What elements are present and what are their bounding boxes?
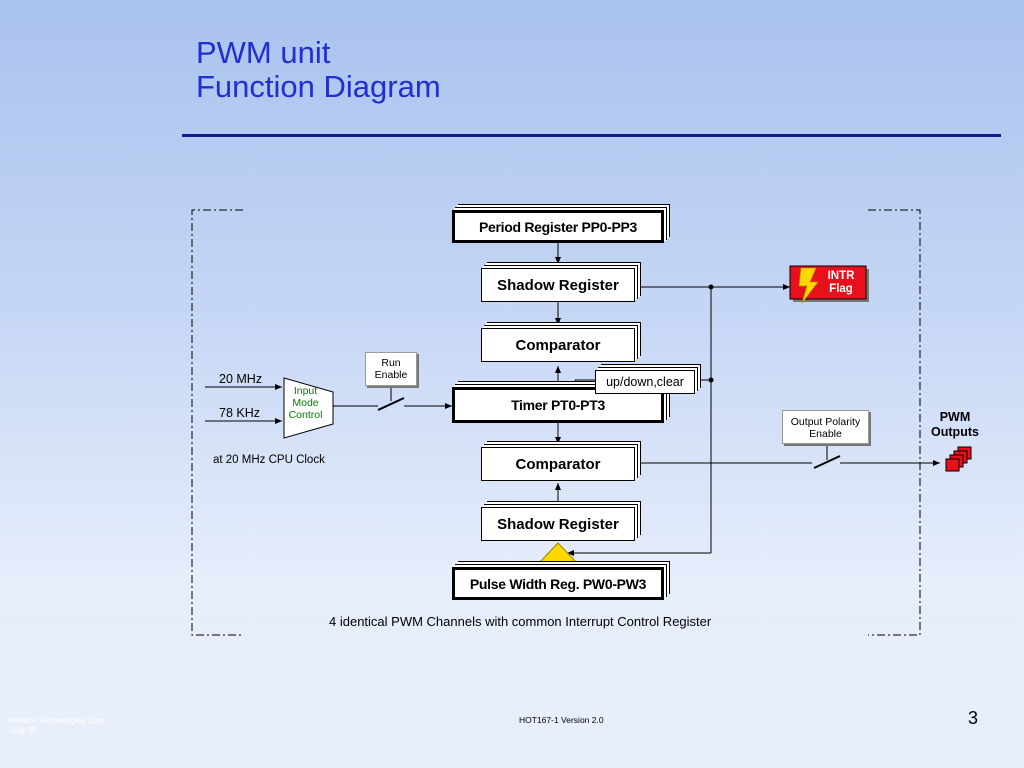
period-register-label: Period Register PP0-PP3 xyxy=(478,218,638,235)
pwm-outputs-line-2: Outputs xyxy=(931,425,979,439)
input-mode-line-3: Control xyxy=(288,409,323,421)
clock-78khz-label: 78 KHz xyxy=(219,406,260,420)
pwm-outputs-label: PWM Outputs xyxy=(922,410,988,440)
input-mode-line-1: Input xyxy=(293,385,318,397)
pulse-width-register-box: Pulse Width Reg. PW0-PW3 xyxy=(452,567,664,600)
comparator-bottom-label: Comparator xyxy=(515,455,601,473)
output-polarity-line-1: Output Polarity xyxy=(790,416,861,428)
output-polarity-line-2: Enable xyxy=(809,428,842,440)
input-mode-mux-shape xyxy=(283,377,334,439)
diagram-caption: 4 identical PWM Channels with common Int… xyxy=(329,614,712,629)
intr-line-1: INTR xyxy=(827,270,855,282)
shadow-register-bottom-label: Shadow Register xyxy=(497,515,619,533)
input-mode-control-label: Input Mode Control xyxy=(284,385,327,421)
slide-title: PWM unit Function Diagram xyxy=(196,36,441,104)
shadow-register-bottom-box: Shadow Register xyxy=(481,507,635,541)
up-down-clear-box: up/down,clear xyxy=(595,370,695,394)
cpu-clock-note: at 20 MHz CPU Clock xyxy=(213,454,325,466)
timer-box: Timer PT0-PT3 xyxy=(452,387,664,423)
footer-date: June 99 xyxy=(8,726,37,735)
comparator-top-label: Comparator xyxy=(515,336,601,354)
period-register-box: Period Register PP0-PP3 xyxy=(452,210,664,243)
title-line-1: PWM unit xyxy=(196,35,331,70)
input-mode-line-2: Mode xyxy=(292,397,319,409)
footer-company: Infineon Technologies Corp. xyxy=(8,716,108,725)
page-number: 3 xyxy=(968,708,979,728)
clock-20mhz-label: 20 MHz xyxy=(219,372,263,386)
footer-company-block: Infineon Technologies Corp. June 99 xyxy=(8,716,107,736)
title-line-2: Function Diagram xyxy=(196,69,441,104)
footer-version: HOT167-1 Version 2.0 xyxy=(519,715,604,725)
comparator-bottom-box: Comparator xyxy=(481,447,635,481)
shadow-register-top-box: Shadow Register xyxy=(481,268,635,302)
output-polarity-note: Output Polarity Enable xyxy=(782,410,869,444)
timer-label: Timer PT0-PT3 xyxy=(511,397,605,413)
pwm-output-connectors-icon xyxy=(945,446,972,472)
intr-flag-label: INTR Flag xyxy=(818,270,864,296)
channel-frame xyxy=(191,209,921,636)
lightning-icon xyxy=(798,267,819,304)
run-enable-line-2: Enable xyxy=(374,369,408,381)
comparator-top-box: Comparator xyxy=(481,328,635,362)
shadow-register-top-label: Shadow Register xyxy=(497,276,619,294)
pwm-outputs-line-1: PWM xyxy=(939,410,971,424)
title-underline xyxy=(182,134,1001,137)
up-down-clear-label: up/down,clear xyxy=(606,375,684,389)
run-enable-line-1: Run xyxy=(381,357,401,369)
yellow-triangle-icon xyxy=(535,542,581,566)
intr-line-2: Flag xyxy=(829,283,853,295)
pulse-width-register-label: Pulse Width Reg. PW0-PW3 xyxy=(469,575,647,592)
run-enable-note: Run Enable xyxy=(365,352,417,386)
